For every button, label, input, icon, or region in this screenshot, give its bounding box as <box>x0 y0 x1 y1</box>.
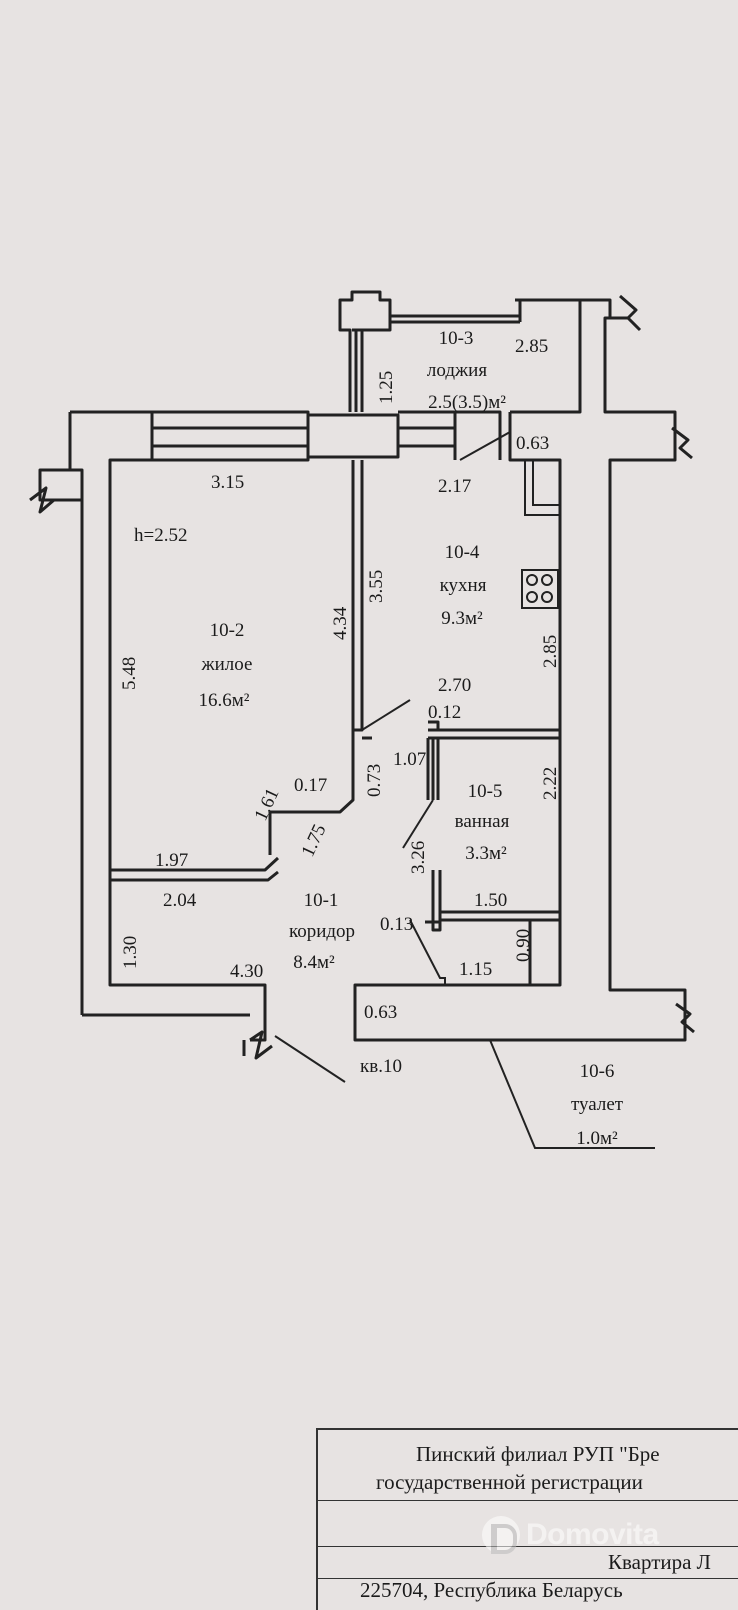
dim-197: 1.97 <box>155 850 188 871</box>
vent-duct <box>524 460 560 516</box>
dim-living-depth: 5.48 <box>119 657 140 690</box>
dim-150: 1.50 <box>474 890 507 911</box>
leader-apartment <box>274 1035 346 1083</box>
burner-icon <box>541 591 553 603</box>
room-num-toilet: 10-6 <box>580 1061 615 1082</box>
burner-icon <box>526 574 538 586</box>
dim-063-bottom: 0.63 <box>364 1002 397 1023</box>
apartment-label: кв.10 <box>360 1056 402 1077</box>
right-bottom-break <box>675 1002 695 1034</box>
dim-073: 0.73 <box>364 764 385 797</box>
bath-wall <box>426 720 560 800</box>
room-num-living: 10-2 <box>210 620 245 641</box>
dim-living-width: 3.15 <box>211 472 244 493</box>
room-num-bath: 10-5 <box>468 781 503 802</box>
title-block-divider <box>318 1546 738 1547</box>
dim-430: 4.30 <box>230 961 263 982</box>
dim-013: 0.13 <box>380 914 413 935</box>
room-name-bath: ванная <box>455 811 510 832</box>
bath-lower-wall <box>425 870 560 985</box>
watermark: Domovita <box>482 1510 722 1560</box>
dim-175: 1.75 <box>297 821 330 860</box>
dim-270: 2.70 <box>438 675 471 696</box>
leader-toilet <box>489 1039 655 1149</box>
door-toilet <box>409 919 446 985</box>
window-wall <box>152 410 310 462</box>
dim-107: 1.07 <box>393 749 426 770</box>
loggia-wall <box>338 290 582 414</box>
dim-204: 2.04 <box>163 890 197 911</box>
leader-loggia <box>459 431 511 461</box>
room-area-corridor: 8.4м² <box>293 952 335 973</box>
outer-wall <box>68 410 267 1042</box>
ceiling-height: h=2.52 <box>134 525 187 546</box>
room-name-corridor: коридор <box>289 921 355 942</box>
dim-kitchen-width: 2.17 <box>438 476 471 497</box>
room-area-living: 16.6м² <box>199 690 250 711</box>
column <box>306 413 400 459</box>
dim-loggia-width: 2.85 <box>515 336 548 357</box>
title-block: Пинский филиал РУП "Бре государственной … <box>316 1428 738 1610</box>
room-area-kitchen: 9.3м² <box>441 608 483 629</box>
room-area-bath: 3.3м² <box>465 843 507 864</box>
burner-icon <box>526 591 538 603</box>
room-num-kitchen: 10-4 <box>445 542 480 563</box>
dim-partition-434: 4.34 <box>330 606 351 640</box>
title-block-divider <box>318 1578 738 1579</box>
room-area-toilet: 1.0м² <box>576 1128 618 1149</box>
dim-017: 0.17 <box>294 775 327 796</box>
dim-063-top: 0.63 <box>516 433 549 454</box>
dim-kitchen-depth: 3.55 <box>366 570 387 603</box>
room-area-loggia: 2.5(3.5)м² <box>428 392 506 413</box>
dim-326: 3.26 <box>408 841 429 874</box>
title-block-divider <box>318 1500 738 1501</box>
dim-161: 1.61 <box>250 785 283 824</box>
stove-icon <box>521 569 559 609</box>
dim-130: 1.30 <box>120 936 141 969</box>
room-num-corridor: 10-1 <box>304 890 339 911</box>
dim-012: 0.12 <box>428 702 461 723</box>
room-name-loggia: лоджия <box>427 360 487 381</box>
door-kitchen <box>361 699 411 731</box>
partition-living-kitchen <box>270 460 372 814</box>
top-right-break <box>619 294 642 332</box>
left-break <box>29 468 82 514</box>
dim-115: 1.15 <box>459 959 492 980</box>
dim-bath-depth: 2.22 <box>540 767 561 800</box>
room-name-kitchen: кухня <box>440 575 487 596</box>
title-block-line4: 225704, Республика Беларусь <box>360 1578 623 1602</box>
door-bath <box>402 799 434 849</box>
room-name-living: жилое <box>201 654 253 675</box>
window-right <box>398 410 502 460</box>
watermark-logo-icon <box>482 1516 520 1554</box>
title-block-line1: Пинский филиал РУП "Бре <box>416 1442 660 1466</box>
burner-icon <box>541 574 553 586</box>
floor-plan: 10-3 лоджия 2.5(3.5)м² 10-4 кухня 9.3м² … <box>29 290 695 1149</box>
room-num-loggia: 10-3 <box>439 328 474 349</box>
dim-loggia-depth: 1.25 <box>376 371 397 404</box>
partition-living-corridor <box>110 812 280 882</box>
right-break <box>671 426 693 460</box>
watermark-text: Domovita <box>526 1518 659 1551</box>
title-block-line2: государственной регистрации <box>376 1470 643 1494</box>
bottom-break <box>242 1030 273 1060</box>
dim-090: 0.90 <box>513 929 534 962</box>
room-name-toilet: туалет <box>571 1094 624 1115</box>
title-block-line3: Квартира Л <box>608 1550 711 1574</box>
dim-kitchen-side: 2.85 <box>540 635 561 668</box>
